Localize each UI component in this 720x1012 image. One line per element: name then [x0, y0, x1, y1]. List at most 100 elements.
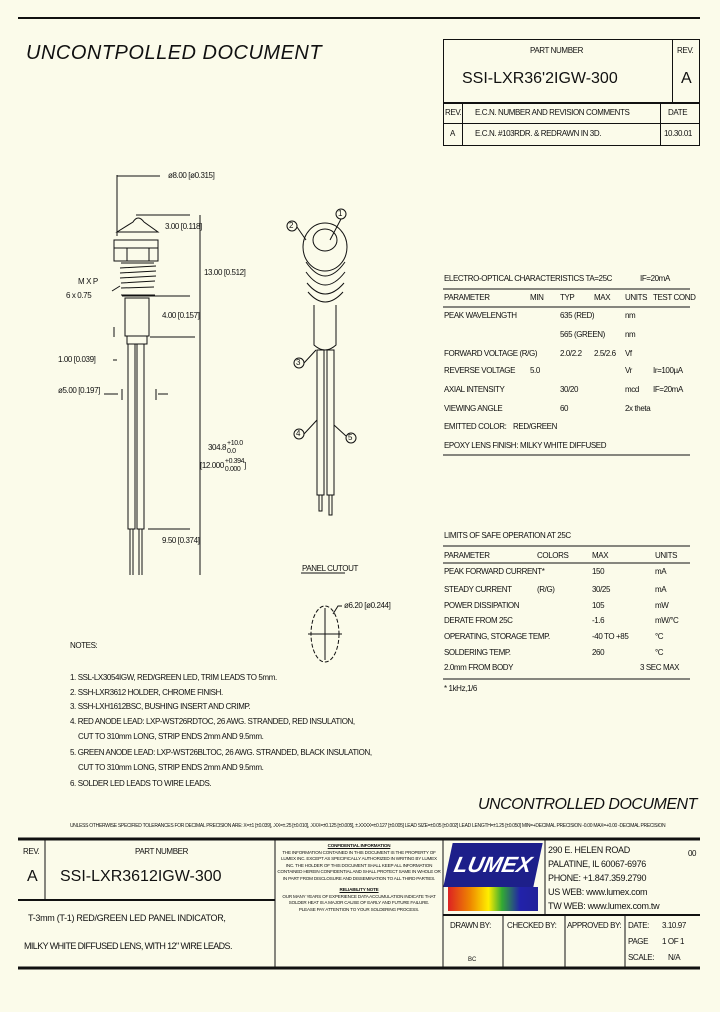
eo-header-parameter: PARAMETER [444, 293, 490, 302]
so-cell-max: 30/25 [592, 585, 611, 594]
description-line-1: T-3mm (T-1) RED/GREEN LED PANEL INDICATO… [28, 913, 226, 923]
revision-comment: E.C.N. #103RDR. & REDRAWN IN 3D. [475, 129, 602, 138]
dim-9-5: 9.50 [0.374] [162, 536, 200, 545]
balloon-2: 2 [289, 221, 294, 230]
address-city: PALATINE, IL 60067-6976 [548, 859, 646, 869]
confidential-line: CONTAINED HEREIN CONFIDENTIAL AND SHALL … [277, 869, 441, 874]
note-item: 5. GREEN ANODE LEAD: LXP-WST26BLTOC, 26 … [70, 748, 372, 757]
eo-cell-units: nm [625, 330, 636, 339]
balloon-1: 1 [338, 209, 343, 218]
eo-cell-units: Vr [625, 366, 632, 375]
reliability-title: RELIABILITY NOTE [339, 887, 379, 892]
eo-header-units: UNITS [625, 293, 648, 302]
reliability-line: OUR MANY YEARS OF EXPERIENCE DATA ACCUMU… [282, 893, 436, 899]
tw-web-link[interactable]: TW WEB: www.lumex.com.tw [548, 901, 660, 911]
page-value: 1 OF 1 [662, 937, 685, 946]
address-street: 290 E. HELEN ROAD [548, 845, 630, 855]
so-cell-units: mW [655, 601, 669, 610]
so-cell-max: 260 [592, 648, 605, 657]
so-cell-units: 3 SEC MAX [640, 663, 680, 672]
eo-cell-units: 2x theta [625, 404, 651, 413]
date-col-header: DATE [668, 108, 688, 117]
so-header-parameter: PARAMETER [444, 551, 490, 560]
date-value: 3.10.97 [662, 921, 686, 930]
balloon-3: 3 [296, 358, 301, 367]
dim-3: 3.00 [0.118] [165, 222, 202, 231]
so-header-colors: COLORS [537, 551, 569, 560]
balloon-4: 4 [296, 429, 301, 438]
address-code: 00 [688, 849, 697, 858]
eo-cell-units: nm [625, 311, 636, 320]
so-cell-max: 105 [592, 601, 605, 610]
note-item: 1. SSL-LX3054IGW, RED/GREEN LED, TRIM LE… [70, 673, 277, 682]
footer-rev: A [27, 868, 38, 885]
eo-title: ELECTRO-OPTICAL CHARACTERISTICS TA=25C [444, 274, 613, 283]
safe-op-title: LIMITS OF SAFE OPERATION AT 25C [444, 531, 571, 540]
so-cell-parameter: SOLDERING TEMP. [444, 648, 511, 657]
so-cell-parameter: DERATE FROM 25C [444, 616, 513, 625]
panel-cutout-label: PANEL CUTOUT [302, 564, 358, 573]
eo-cell-max: 2.5/2.6 [594, 349, 616, 358]
so-cell-units: mW/°C [655, 616, 679, 625]
note-item: CUT TO 310mm LONG, STRIP ENDS 2mm AND 9.… [78, 763, 264, 772]
eo-condition: IF=20mA [640, 274, 670, 283]
lumex-logo: LUMEX [443, 843, 543, 911]
balloon-5: 5 [348, 433, 353, 442]
eo-cell-test-cond: Ir=100µA [653, 366, 683, 375]
lens-finish-label: EPOXY LENS FINISH: [444, 441, 519, 450]
dim-4: 4.00 [0.157] [162, 311, 200, 320]
note-item: 4. RED ANODE LEAD: LXP-WST26RDTOC, 26 AW… [70, 717, 355, 726]
page-label: PAGE [628, 937, 649, 946]
dim-13: 13.00 [0.512] [204, 268, 246, 277]
so-cell-max: -40 TO +85 [592, 632, 629, 641]
rev-label: REV. [677, 46, 694, 55]
emitted-color-label: EMITTED COLOR: [444, 422, 507, 431]
led-side-view [104, 175, 201, 575]
eo-cell-units: Vf [625, 349, 632, 358]
address-phone: PHONE: +1.847.359.2790 [548, 873, 647, 883]
note-item: 6. SOLDER LED LEADS TO WIRE LEADS. [70, 779, 212, 788]
eo-header-typ: TYP [560, 293, 575, 302]
so-cell-max: 150 [592, 567, 605, 576]
eo-cell-parameter: FORWARD VOLTAGE (R/G) [444, 349, 538, 358]
eo-cell-test-cond: IF=20mA [653, 385, 683, 394]
panel-cutout-drawing [301, 572, 345, 663]
confidential-line: LUMEX INC. EXCEPT AS SPECIFICALLY AUTHOR… [281, 856, 437, 861]
date-label: DATE: [628, 921, 649, 930]
thread-size: 6 x 0.75 [66, 291, 92, 300]
revision-date: 10.30.01 [664, 129, 692, 138]
safe-op-footnote: * 1kHz,1/6 [444, 684, 477, 693]
so-cell-max: -1.6 [592, 616, 605, 625]
us-web-link[interactable]: US WEB: www.lumex.com [548, 887, 648, 897]
confidential-block: CONFIDENTIAL INFORMATION THE INFORMATION… [277, 843, 441, 913]
panel-cutout-dim: ø6.20 [ø0.244] [344, 601, 391, 610]
thread-label: M X P [78, 277, 98, 286]
so-cell-parameter: OPERATING, STORAGE TEMP. [444, 632, 550, 641]
so-cell-units: °C [655, 632, 664, 641]
reliability-line: PLEASE PAY ATTENTION TO YOUR SOLDERING P… [298, 906, 420, 912]
so-cell-parameter: POWER DISSIPATION [444, 601, 520, 610]
ecn-col-header: E.C.N. NUMBER AND REVISION COMMENTS [475, 108, 630, 117]
so-cell-parameter: PEAK FORWARD CURRENT* [444, 567, 545, 576]
so-cell-units: mA [655, 567, 667, 576]
footer-part-number: SSI-LXR3612IGW-300 [60, 868, 222, 885]
so-cell-units: °C [655, 648, 664, 657]
description-line-2: MILKY WHITE DIFFUSED LENS, WITH 12" WIRE… [24, 941, 232, 951]
eo-cell-typ: 565 (GREEN) [560, 330, 605, 339]
led-isometric-view [286, 208, 357, 516]
eo-cell-parameter: AXIAL INTENSITY [444, 385, 505, 394]
scale-value: N/A [668, 953, 681, 962]
eo-cell-typ: 30/20 [560, 385, 579, 394]
lens-finish: MILKY WHITE DIFFUSED [520, 441, 607, 450]
eo-cell-parameter: PEAK WAVELENGTH [444, 311, 517, 320]
footer-part-number-label: PART NUMBER [135, 847, 188, 856]
revision-table [443, 102, 700, 146]
address-block: 290 E. HELEN ROAD PALATINE, IL 60067-697… [548, 843, 660, 913]
dim-1: 1.00 [0.039] [58, 355, 96, 364]
eo-cell-typ: 635 (RED) [560, 311, 595, 320]
so-cell-parameter: STEADY CURRENT [444, 585, 512, 594]
eo-cell-typ: 60 [560, 404, 569, 413]
drawn-by: BC [468, 957, 477, 963]
